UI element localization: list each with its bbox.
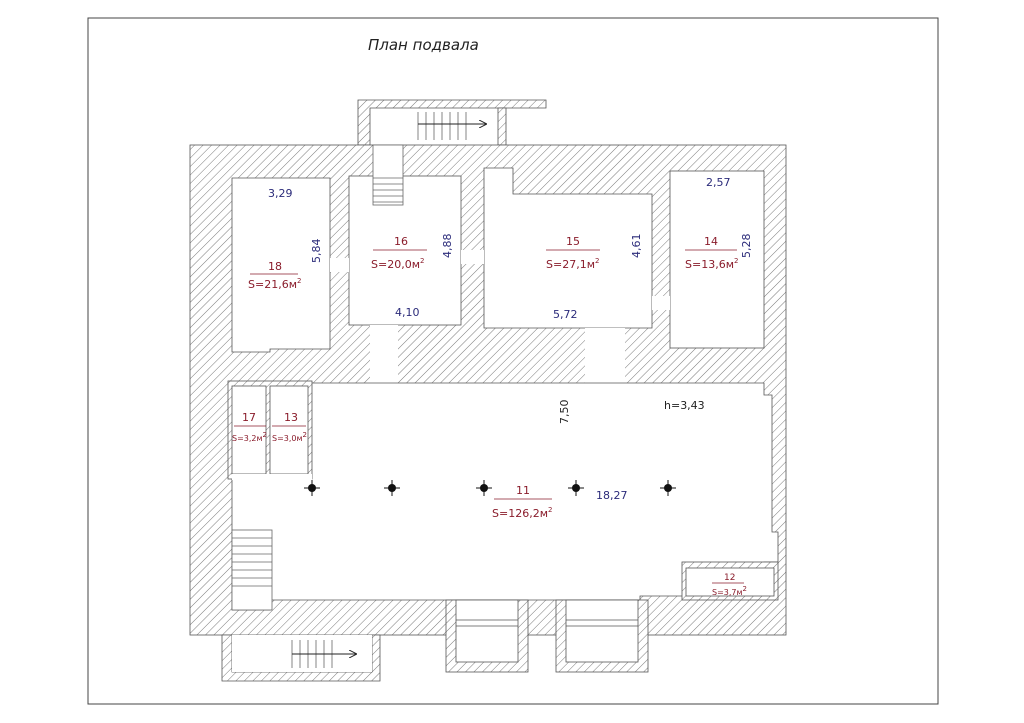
room-area: S=3,7м2: [712, 585, 747, 597]
wc-opening: [232, 474, 312, 480]
room-label-12: 12 S=3,7м2: [712, 573, 747, 597]
room-area: S=21,6м2: [248, 277, 301, 291]
room-label-17: 17 S=3,2м2: [232, 411, 267, 443]
room-18: [231, 177, 331, 353]
column-marker: [304, 480, 320, 496]
room-area: S=126,2м2: [492, 506, 552, 520]
dimension-label: 5,72: [553, 308, 578, 321]
room-number: 17: [242, 411, 256, 424]
bottom-entrance: [221, 634, 381, 682]
door-opening: [652, 296, 670, 310]
room-area: S=27,1м2: [546, 257, 599, 271]
room-number: 18: [268, 260, 282, 273]
room-area: S=3,2м2: [232, 431, 267, 443]
ceiling-height-label: h=3,43: [664, 399, 705, 412]
door-opening: [330, 258, 349, 272]
dimension-label: 2,57: [706, 176, 731, 189]
room-17: [231, 385, 267, 475]
sheet-frame: [87, 17, 939, 705]
column-marker: [384, 480, 400, 496]
room-13: [269, 385, 309, 475]
light-well-2: [555, 599, 649, 673]
dimension-label: 7,50: [558, 400, 571, 425]
room-number: 16: [394, 235, 408, 248]
dimension-label: 5,28: [740, 234, 753, 259]
dimension-label: 18,27: [596, 489, 628, 502]
plan-title: План подвала: [368, 36, 479, 54]
passage-opening: [585, 328, 625, 383]
door-opening: [461, 250, 484, 264]
room-label-14: 14 S=13,6м2: [685, 235, 738, 271]
room-15: [483, 167, 653, 329]
dimension-label: 4,88: [441, 234, 454, 259]
room-label-11: 11 S=126,2м2: [492, 484, 552, 520]
dimension-label: 3,29: [268, 187, 293, 200]
dimension-label: 5,84: [310, 239, 323, 264]
room-number: 14: [704, 235, 718, 248]
room-number: 15: [566, 235, 580, 248]
room-area: S=20,0м2: [371, 257, 424, 271]
room-number: 13: [284, 411, 298, 424]
passage-opening: [370, 325, 398, 383]
light-well-1: [445, 599, 529, 673]
room-14: [669, 170, 765, 349]
column-marker: [660, 480, 676, 496]
hall-stair: [231, 529, 273, 611]
room-area: S=3,0м2: [272, 431, 307, 443]
room-label-18: 18 S=21,6м2: [248, 260, 301, 291]
room-16: [348, 175, 462, 326]
room-label-13: 13 S=3,0м2: [272, 411, 307, 443]
room-number: 12: [724, 573, 735, 583]
room-number: 11: [516, 484, 530, 497]
room-label-16: 16 S=20,0м2: [371, 235, 427, 271]
top-entrance-stair: [417, 112, 467, 140]
column-marker: [568, 480, 584, 496]
room-12: [685, 567, 775, 597]
dimension-label: 4,10: [395, 306, 420, 319]
column-marker: [476, 480, 492, 496]
top-entrance: [357, 99, 547, 146]
room-label-15: 15 S=27,1м2: [546, 235, 600, 271]
room-area: S=13,6м2: [685, 257, 738, 271]
room-16-stair: [372, 144, 404, 206]
columns: [304, 480, 676, 496]
dimension-label: 4,61: [630, 234, 643, 259]
